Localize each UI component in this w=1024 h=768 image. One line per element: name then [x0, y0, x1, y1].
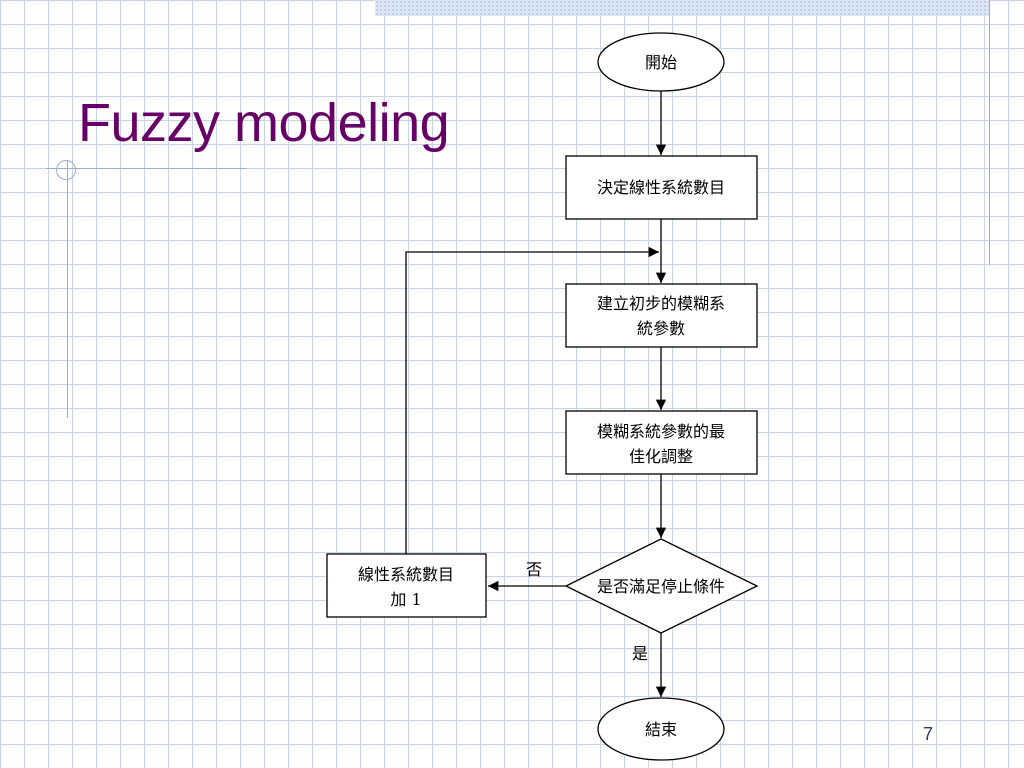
step1-box: [565, 155, 758, 220]
end-label: 結束: [645, 720, 677, 739]
loop-step-label-line1: 線性系統數目: [358, 565, 454, 584]
slide-title: Fuzzy modeling: [78, 93, 450, 153]
step3-box: [565, 410, 758, 475]
step2-box: [565, 283, 758, 348]
title-bullet-circle: [56, 160, 76, 180]
title-underline: [46, 168, 246, 169]
decision-label: 是否滿足停止條件: [597, 577, 725, 596]
loop-step-box: [326, 553, 487, 618]
yes-label: 是: [632, 644, 648, 663]
decorative-top-band: [375, 0, 990, 16]
no-label: 否: [526, 560, 542, 579]
page-number: 7: [923, 724, 934, 744]
step1-label: 決定線性系統數目: [597, 178, 725, 197]
start-label: 開始: [645, 53, 677, 72]
step3-label-line2: 佳化調整: [629, 447, 693, 466]
step2-label-line1: 建立初步的模糊系: [597, 294, 725, 313]
end-node: [597, 697, 725, 761]
arrow-loop-back: [405, 246, 659, 554]
title-vertical-rule: [67, 160, 68, 418]
loop-step-label-line2: 加 1: [390, 590, 421, 609]
step3-label-line1: 模糊系統參數的最: [597, 422, 725, 441]
decorative-right-rule: [989, 0, 990, 265]
step2-label-line2: 統參數: [637, 319, 685, 338]
